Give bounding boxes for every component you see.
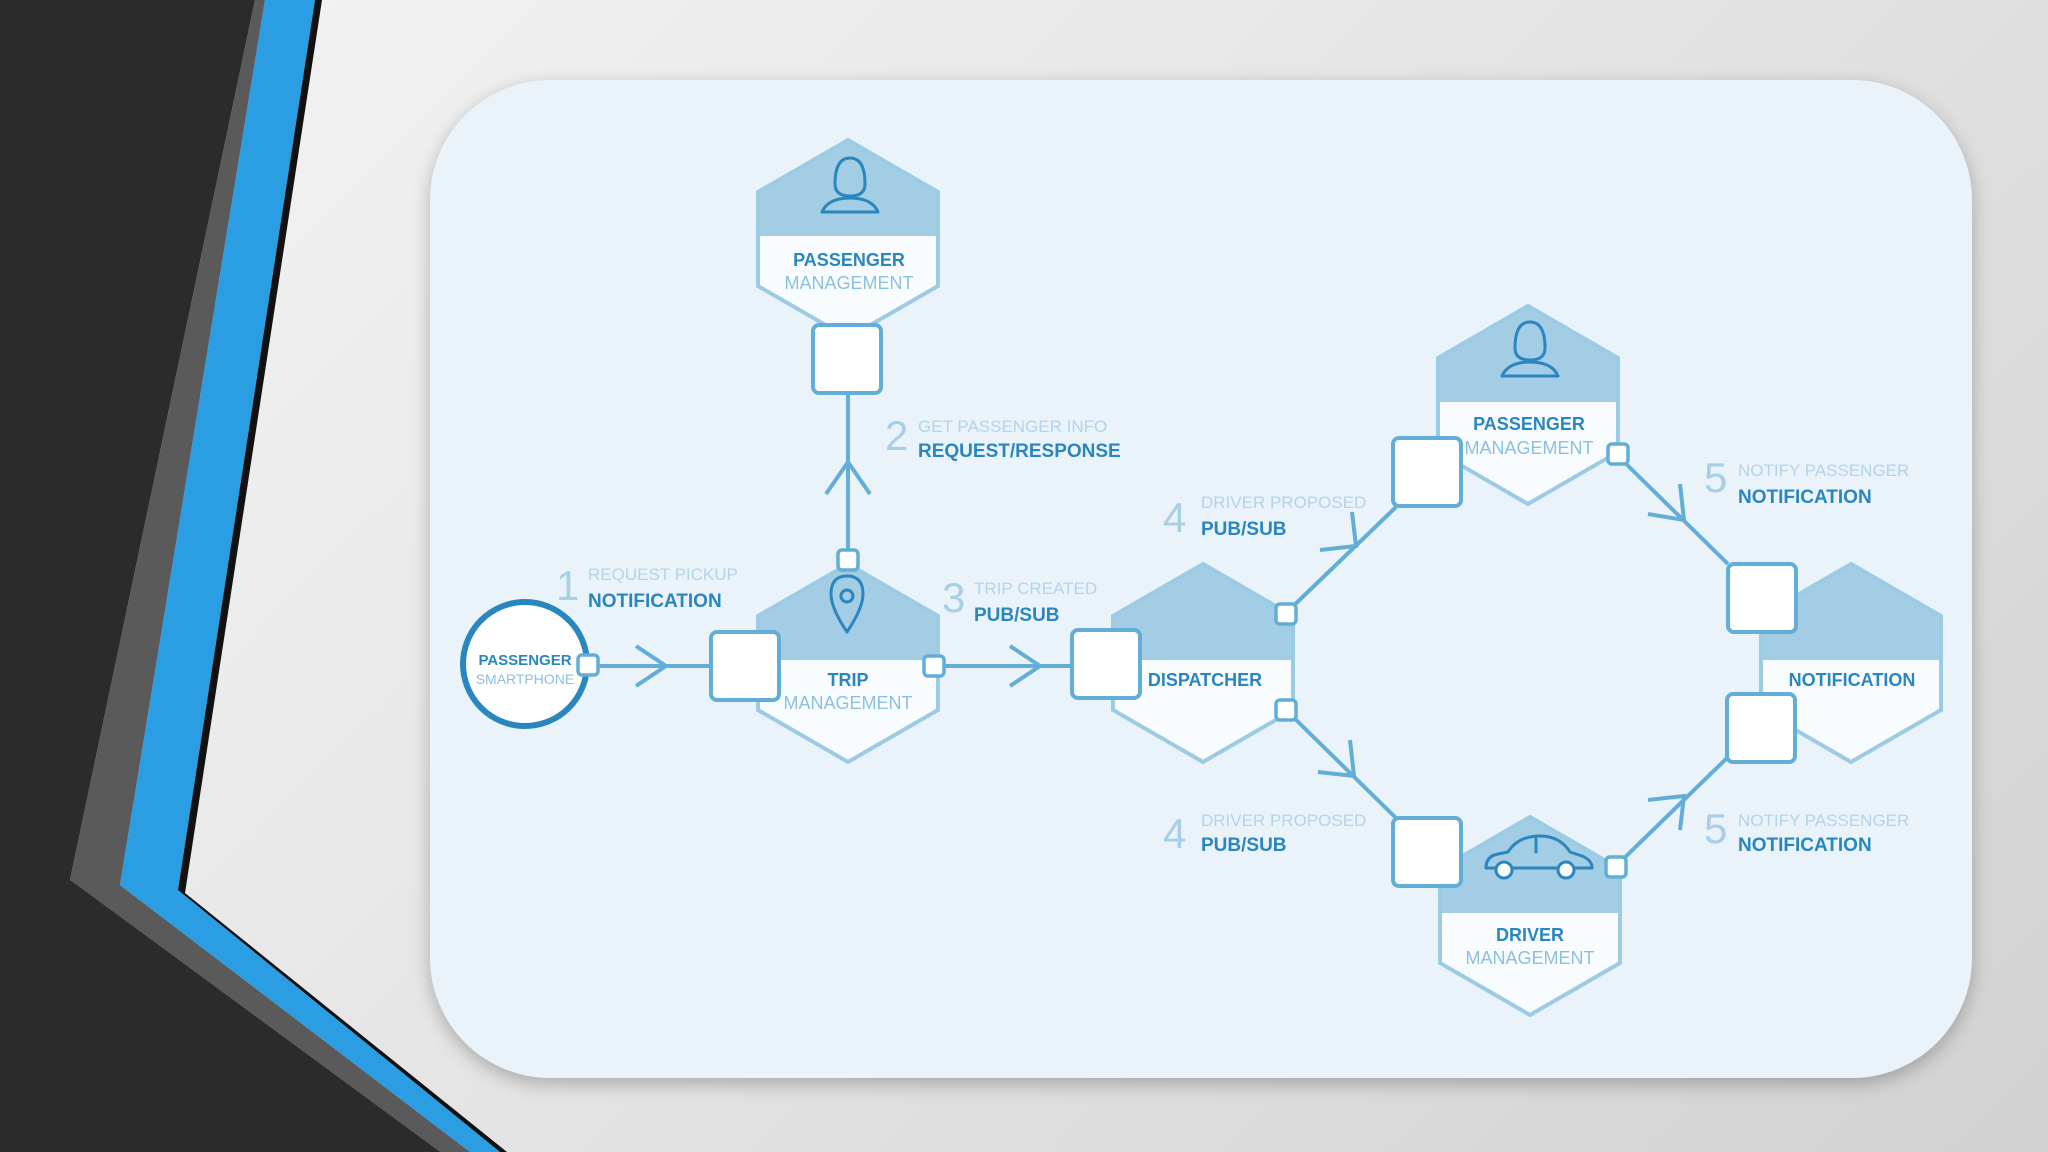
step-type: PUB/SUB — [1201, 835, 1287, 856]
passenger-management-top-line1: PASSENGER — [793, 250, 905, 270]
step-name: NOTIFY PASSENGER — [1738, 461, 1909, 480]
trip-management-line2: MANAGEMENT — [783, 693, 912, 713]
step-number: 3 — [942, 574, 965, 621]
passenger-management-right-node: PASSENGER MANAGEMENT — [1391, 304, 1630, 508]
passenger-smartphone-line2: SMARTPHONE — [476, 671, 575, 687]
passenger-management-right-line1: PASSENGER — [1473, 414, 1585, 434]
step-type: REQUEST/RESPONSE — [918, 441, 1121, 462]
gray-stripe — [70, 0, 470, 1152]
step-type: NOTIFICATION — [1738, 835, 1872, 856]
driver-management-line2: MANAGEMENT — [1465, 948, 1594, 968]
step-label-5-top: 5 NOTIFY PASSENGER NOTIFICATION — [1704, 454, 1909, 508]
step-type: NOTIFICATION — [588, 591, 722, 612]
step-number: 2 — [885, 412, 908, 459]
step-name: DRIVER PROPOSED — [1201, 811, 1366, 830]
step-name: NOTIFY PASSENGER — [1738, 811, 1909, 830]
step-name: GET PASSENGER INFO — [918, 417, 1107, 436]
step-label-4-top: 4 DRIVER PROPOSED PUB/SUB — [1163, 493, 1366, 541]
step-label-1: 1 REQUEST PICKUP NOTIFICATION — [556, 562, 738, 612]
driver-management-line1: DRIVER — [1496, 925, 1564, 945]
step-number: 4 — [1163, 810, 1186, 857]
step-name: DRIVER PROPOSED — [1201, 493, 1366, 512]
dark-side-panel — [0, 0, 470, 1152]
notification-label: NOTIFICATION — [1789, 670, 1916, 690]
dispatcher-label: DISPATCHER — [1148, 670, 1262, 690]
notification-node: NOTIFICATION — [1725, 562, 1943, 764]
location-pin-icon — [829, 574, 865, 634]
step-label-4-bottom: 4 DRIVER PROPOSED PUB/SUB — [1163, 810, 1366, 857]
step-label-5-bottom: 5 NOTIFY PASSENGER NOTIFICATION — [1704, 805, 1909, 856]
step-name: TRIP CREATED — [974, 579, 1097, 598]
trip-management-line1: TRIP — [827, 670, 868, 690]
trip-management-node: TRIP MANAGEMENT — [709, 548, 946, 764]
car-icon — [1484, 834, 1594, 880]
step-type: PUB/SUB — [1201, 519, 1287, 540]
step-label-3: 3 TRIP CREATED PUB/SUB — [942, 574, 1097, 626]
step-type: PUB/SUB — [974, 605, 1060, 626]
person-icon — [1500, 320, 1560, 378]
passenger-smartphone-line1: PASSENGER — [478, 652, 571, 669]
dispatcher-node: DISPATCHER — [1070, 562, 1298, 764]
passenger-management-top-line2: MANAGEMENT — [784, 273, 913, 293]
step-name: REQUEST PICKUP — [588, 565, 738, 584]
step-number: 5 — [1704, 805, 1727, 852]
person-icon — [820, 156, 880, 214]
passenger-smartphone-node: PASSENGER SMARTPHONE — [460, 599, 600, 729]
step-number: 4 — [1163, 494, 1186, 541]
passenger-management-top-node: PASSENGER MANAGEMENT — [756, 138, 940, 395]
driver-management-node: DRIVER MANAGEMENT — [1391, 815, 1628, 1017]
step-type: NOTIFICATION — [1738, 487, 1872, 508]
step-number: 5 — [1704, 454, 1727, 501]
step-label-2: 2 GET PASSENGER INFO REQUEST/RESPONSE — [885, 412, 1121, 462]
blue-stripe — [120, 0, 500, 1152]
passenger-management-right-line2: MANAGEMENT — [1464, 438, 1593, 458]
step-number: 1 — [556, 562, 579, 609]
connectors — [596, 392, 1764, 868]
